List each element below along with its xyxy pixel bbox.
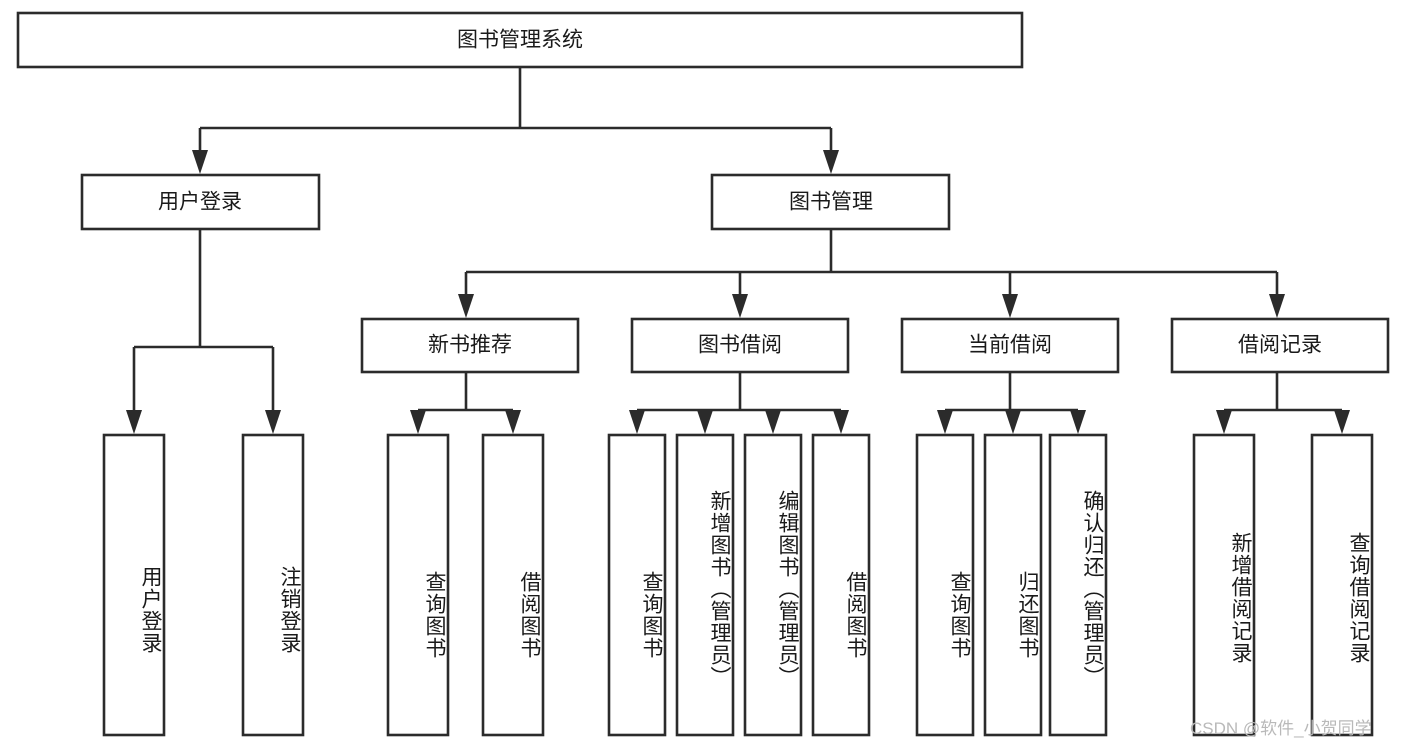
node-new-book-recommend[interactable]: 新书推荐 [360,317,580,374]
edge-book-borrow-to-leaves [629,372,849,434]
node-new-book-recommend-rect[interactable] [360,317,580,374]
edge-current-borrow-to-leaves [937,372,1086,434]
arrow-head-leaf-borrow-book-1 [505,410,521,434]
node-leaf-query-borrow-record-rect[interactable] [1310,433,1374,737]
arrow-head-leaf-query-book-3 [937,410,953,434]
node-user-login-rect[interactable] [80,173,321,231]
node-user-login[interactable]: 用户登录 [80,173,321,231]
edge-root-to-level1 [192,67,839,174]
node-book-borrow-rect[interactable] [630,317,850,374]
node-borrow-record-label: 借阅记录 [1238,334,1322,357]
arrow-head-user-login [192,150,208,174]
edge-user-login-to-leaves [126,229,281,434]
arrow-head-leaf-return-book [1005,410,1021,434]
node-leaf-add-book-admin-rect[interactable] [675,433,735,737]
arrow-head-borrow-record [1269,294,1285,318]
arrow-head-book-borrow [732,294,748,318]
node-leaf-logout-login-rect[interactable] [241,433,305,737]
node-book-manage[interactable]: 图书管理 [710,173,951,231]
arrow-head-leaf-borrow-book-2 [833,410,849,434]
edge-book-manage-to-level2 [458,229,1285,318]
arrow-head-leaf-query-borrow-record [1334,410,1350,434]
arrow-head-new-book-recommend [458,294,474,318]
edge-borrow-record-to-leaves [1216,372,1350,434]
node-borrow-record[interactable]: 借阅记录 [1170,317,1390,374]
node-leaf-borrow-book-2-rect[interactable] [811,433,871,737]
node-leaf-add-borrow-record-rect[interactable] [1192,433,1256,737]
node-leaf-user-login-rect[interactable] [102,433,166,737]
node-root[interactable]: 图书管理系统 [16,11,1024,69]
node-leaf-query-book-3-rect[interactable] [915,433,975,737]
node-book-borrow[interactable]: 图书借阅 [630,317,850,374]
node-leaf-borrow-book-1-rect[interactable] [481,433,545,737]
node-current-borrow-rect[interactable] [900,317,1120,374]
node-leaf-query-book-1-rect[interactable] [386,433,450,737]
csdn-watermark: CSDN @软件_小贺同学 [1190,719,1372,738]
node-leaf-return-book-rect[interactable] [983,433,1043,737]
node-book-manage-label: 图书管理 [789,191,873,214]
arrow-head-leaf-logout-login [265,410,281,434]
edge-new-book-recommend-to-leaves [410,372,521,434]
node-new-book-recommend-label: 新书推荐 [428,334,512,357]
node-book-manage-rect[interactable] [710,173,951,231]
node-root-label: 图书管理系统 [457,29,583,52]
node-current-borrow-label: 当前借阅 [968,334,1052,357]
node-leaf-edit-book-admin-rect[interactable] [743,433,803,737]
arrow-head-leaf-edit-book-admin [765,410,781,434]
node-borrow-record-rect[interactable] [1170,317,1390,374]
node-book-borrow-label: 图书借阅 [698,334,782,357]
arrow-head-leaf-user-login [126,410,142,434]
node-root-rect[interactable] [16,11,1024,69]
node-leaf-query-book-2-rect[interactable] [607,433,667,737]
arrow-head-current-borrow [1002,294,1018,318]
arrow-head-book-manage [823,150,839,174]
node-user-login-label: 用户登录 [158,191,242,214]
arrow-head-leaf-add-borrow-record [1216,410,1232,434]
node-leaf-confirm-return-admin-rect[interactable] [1048,433,1108,737]
arrow-head-leaf-add-book-admin [697,410,713,434]
arrow-head-leaf-query-book-2 [629,410,645,434]
arrow-head-leaf-query-book-1 [410,410,426,434]
node-current-borrow[interactable]: 当前借阅 [900,317,1120,374]
arrow-head-leaf-confirm-return-admin [1070,410,1086,434]
